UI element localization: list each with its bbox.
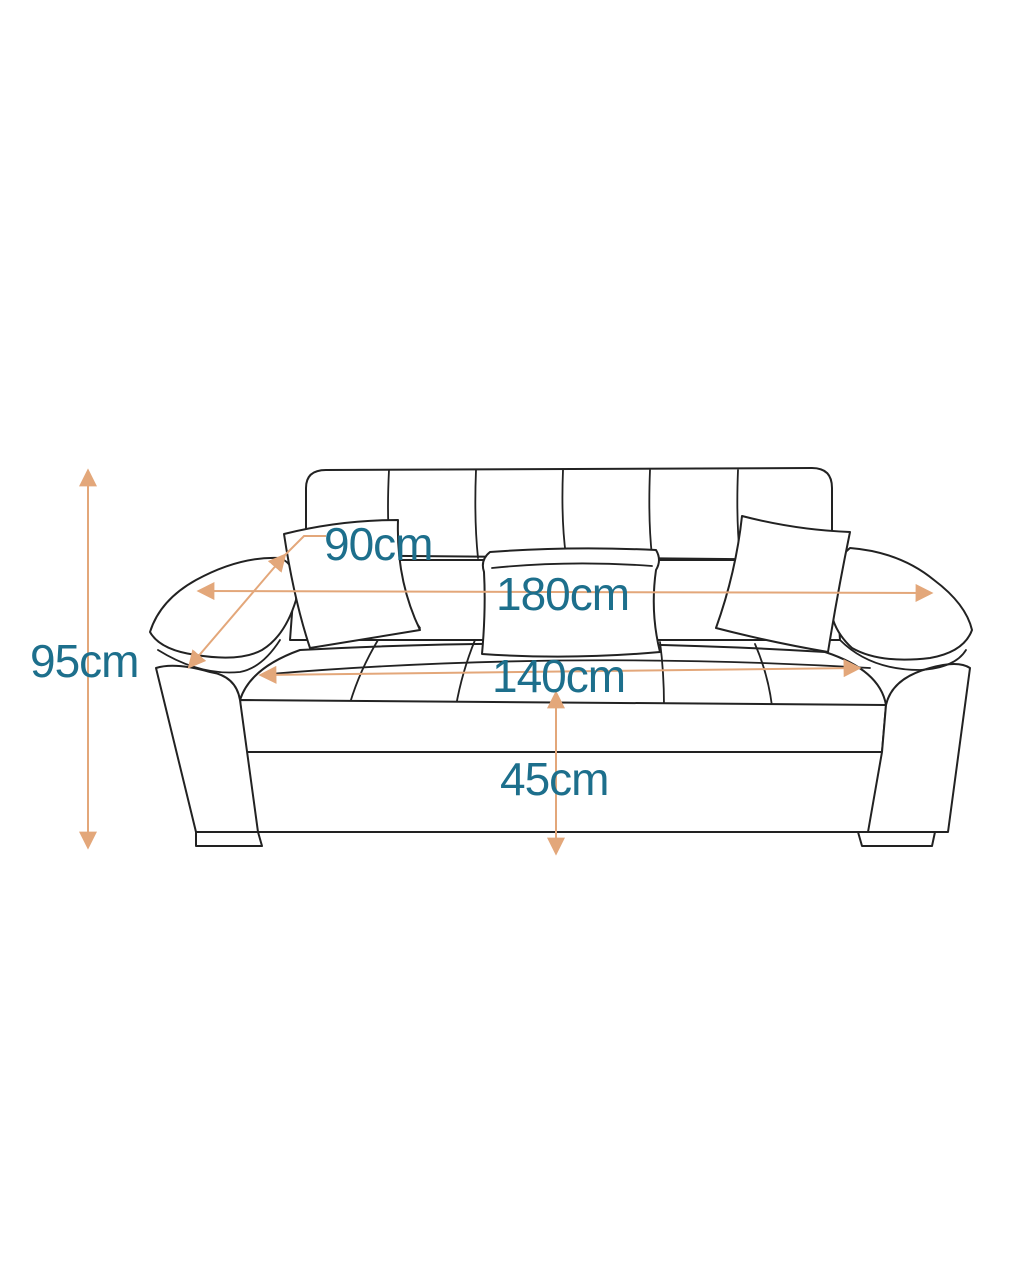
left-arm-pad (149, 556, 298, 659)
left-leg (195, 831, 263, 847)
dimension-lines (79, 468, 934, 856)
right-arm-pad (829, 547, 973, 661)
seat-width-dimension-line (258, 659, 862, 684)
depth-leader-line (283, 535, 326, 557)
dimension-labels: 95cm 90cm 180cm 140cm 45cm (30, 518, 630, 805)
right-leg (857, 831, 936, 847)
width-dimension-line (196, 582, 934, 602)
depth-dimension-line (187, 553, 287, 669)
seat-width-label: 140cm (492, 650, 625, 702)
seat-height-label: 45cm (500, 753, 608, 805)
width-label: 180cm (496, 568, 629, 620)
depth-label: 90cm (324, 518, 432, 570)
right-arm (867, 663, 971, 833)
seat-front (239, 699, 887, 753)
sofa-backrest (305, 467, 833, 561)
left-arm (155, 664, 259, 833)
height-label: 95cm (30, 635, 138, 687)
